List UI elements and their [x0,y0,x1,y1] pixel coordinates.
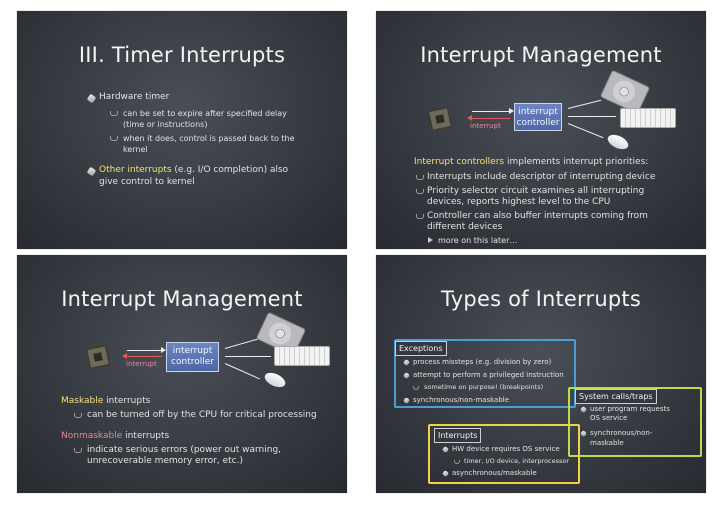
exception-subitem: sometime on purpose! (breakpoints) [424,383,544,391]
nonmaskable-detail: indicate serious errors (power out warni… [87,445,282,455]
mouse-icon [262,369,288,391]
exception-item: process missteps (e.g. division by zero) [413,358,552,366]
item-priority-cont: devices, reports highest level to the CP… [427,197,611,207]
arrow-line [567,99,602,109]
controller-label: interrupt [172,346,213,356]
controller-label: interrupt [518,107,558,117]
sub-bullet-icon [413,386,419,390]
sub-bullet-text-cont: kernel [123,145,148,154]
sub-bullet-icon [416,189,424,194]
sub-bullet-icon [74,413,82,418]
sub-bullet-icon [416,214,424,219]
nonmaskable-detail-cont: unrecoverable memory error, etc.) [87,456,243,466]
arrow-bullet-icon [428,237,433,243]
interrupt-item: HW device requires OS service [452,445,560,453]
cpu-chip-icon [84,343,112,371]
intro-line: Interrupt controllers implements interru… [414,156,648,168]
interrupt-label: interrupt [470,122,501,130]
arrow-left-icon [467,115,472,121]
interrupt-arrow-line [127,356,162,357]
heading-text: interrupts [122,431,170,441]
nonmaskable-heading: Nonmaskable interrupts [61,430,169,442]
slide-interrupt-management: Interrupt Management interrupt controlle… [376,11,706,249]
slide-title: III. Timer Interrupts [78,43,286,67]
sub-bullet-icon [74,448,82,453]
interrupt-subitem: timer, I/O device, interprocessor [464,457,570,465]
item-more: more on this later… [438,236,518,245]
interrupt-controller-box: interrupt controller [514,103,562,131]
sub-bullet-text: when it does, control is passed back to … [123,134,295,143]
item-buffer-cont: different devices [427,222,503,232]
slide-title: Interrupt Management [420,43,662,67]
bullet-icon [86,93,97,104]
bullet-text-cont: give control to kernel [99,177,195,187]
bullet-text: (e.g. I/O completion) also [171,165,289,175]
exceptions-label: Exceptions [395,341,447,356]
maskable-heading: Maskable interrupts [61,395,150,407]
sub-bullet-icon [454,460,460,464]
maskable-detail: can be turned off by the CPU for critica… [87,410,317,420]
arrow-left-icon [122,353,127,359]
interrupt-item: asynchronous/maskable [452,469,537,477]
sub-bullet-text: can be set to expire after specified del… [123,109,287,118]
interrupt-controller-box: interrupt controller [166,342,219,372]
controller-label-cont: controller [171,357,214,367]
sub-bullet-text-cont: (time or instructions) [123,120,208,129]
arrow-line [224,363,260,380]
heading-text: interrupts [103,396,151,406]
slide-timer-interrupts: III. Timer Interrupts Hardware timer can… [17,11,347,249]
sub-bullet-icon [110,136,118,141]
bullet-icon [86,166,97,177]
slide-title: Types of Interrupts [441,287,641,311]
exceptions-box [394,339,576,408]
exception-item: attempt to perform a privileged instruct… [413,371,564,379]
interrupts-box [428,424,580,484]
arrow-line [567,123,604,139]
keyboard-icon [620,108,676,128]
keyboard-icon [274,346,330,366]
controller-label-cont: controller [516,118,560,128]
syscalls-label: System calls/traps [575,389,657,404]
syscall-item: synchronous/non- [590,429,653,437]
highlight-interrupt-controllers: Interrupt controllers [414,157,505,167]
exception-item: synchronous/non-maskable [413,396,510,404]
slide-types-of-interrupts: Types of Interrupts Exceptions process m… [376,255,706,493]
arrow-line [472,111,510,112]
item-priority: Priority selector circuit examines all i… [427,186,645,196]
syscall-item-cont: maskable [590,439,624,447]
arrow-right-icon [161,347,166,353]
intro-text: implements interrupt priorities: [504,157,649,167]
arrow-line [225,356,271,357]
arrow-line [127,350,162,351]
interrupt-label: interrupt [126,360,157,368]
sub-bullet-icon [110,111,118,116]
interrupts-label: Interrupts [434,428,482,443]
slide-interrupt-management-masking: Interrupt Management interrupt controlle… [17,255,347,493]
cpu-chip-icon [426,105,454,133]
interrupt-arrow-line [472,118,510,119]
syscalls-box [568,387,702,457]
syscall-item-cont: OS service [590,414,628,422]
slide-title: Interrupt Management [61,287,303,311]
highlight-maskable: Maskable [61,396,104,406]
bullet-other-interrupts: Other interrupts (e.g. I/O completion) a… [99,164,288,176]
sub-bullet-icon [416,175,424,180]
arrow-line [568,116,616,117]
mouse-icon [605,131,631,153]
highlight-other-interrupts: Other interrupts [99,165,172,175]
arrow-line [224,338,258,349]
item-descriptor: Interrupts include descriptor of interru… [427,172,656,182]
highlight-nonmaskable: Nonmaskable [61,431,123,441]
bullet-hardware-timer: Hardware timer [99,92,170,102]
arrow-right-icon [509,108,514,114]
syscall-item: user program requests [590,405,670,413]
item-buffer: Controller can also buffer interrupts co… [427,211,648,221]
